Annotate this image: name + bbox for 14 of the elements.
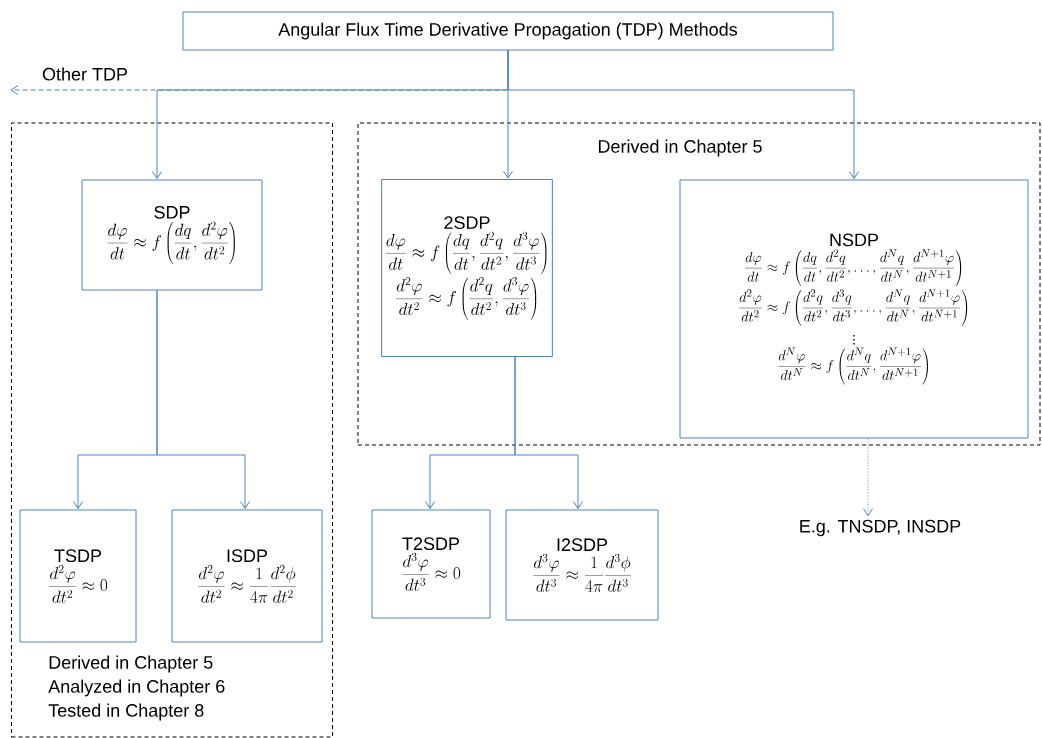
- method-box: SDP $\frac{d\varphi}{dt}\approx f\left(\frac{dq}{dt},\frac{d^2\varphi}{dt^2}\right)$: [81, 179, 263, 291]
- method-box: ISDP $\frac{d^2\varphi}{dt^2}\approx\frac{1}{4\pi}\frac{d^2\phi}{dt^2}$: [171, 509, 323, 643]
- method-box: Angular Flux Time Derivative Propagation (TDP) Methods: [182, 11, 834, 51]
- method-box: 2SDP $\frac{d\varphi}{dt}\approx f\left(\frac{dq}{dt},\frac{d^2q}{dt^2},\frac{d^3\varphi}{dt^3}\right)$ $\frac{d^2\varphi}{dt^2}\approx f\left(\frac{d^2q}{dt^2},\frac{d^3\varphi}{dt^3}\right)$: [381, 179, 553, 357]
- method-box: I2SDP $\frac{d^3\varphi}{dt^3}\approx\frac{1}{4\pi}\frac{d^3\phi}{dt^3}$: [505, 509, 659, 621]
- method-box: TSDP $\frac{d^2\varphi}{dt^2}\approx 0$: [19, 509, 137, 643]
- edge-label: Other TDP: [41, 66, 129, 82]
- arrow: [507, 50, 859, 180]
- method-box: NSDP $\frac{d\varphi}{dt}\approx f\left(\frac{dq}{dt},\frac{d^2q}{dt^2},\ldots,\frac{d^Nq}{dt^N},\frac{d^{N+1}\varphi}{dt^{N+1}}\right)$ $\frac{d^2\varphi}{dt^2}\approx f\left(\frac{d^2q}{dt^2},\frac{d^3q}{dt^3},\ldots,\frac{d^Nq}{dt^N},\frac{d^{N+1}\varphi}{dt^{N+1}}\right)$ $\vdots$ $\frac{d^N\varphi}{dt^N}\approx f\left(\frac{d^Nq}{dt^N},\frac{d^{N+1}\varphi}{dt^{N+1}}\right)$: [679, 179, 1029, 439]
- arrow: [863, 438, 873, 517]
- arrow: [156, 290, 250, 510]
- arrow: [514, 356, 583, 510]
- method-box: T2SDP $\frac{d^3\varphi}{dt^3}\approx 0$: [371, 509, 491, 619]
- note-text: E.g. TNSDP, INSDP: [800, 519, 961, 537]
